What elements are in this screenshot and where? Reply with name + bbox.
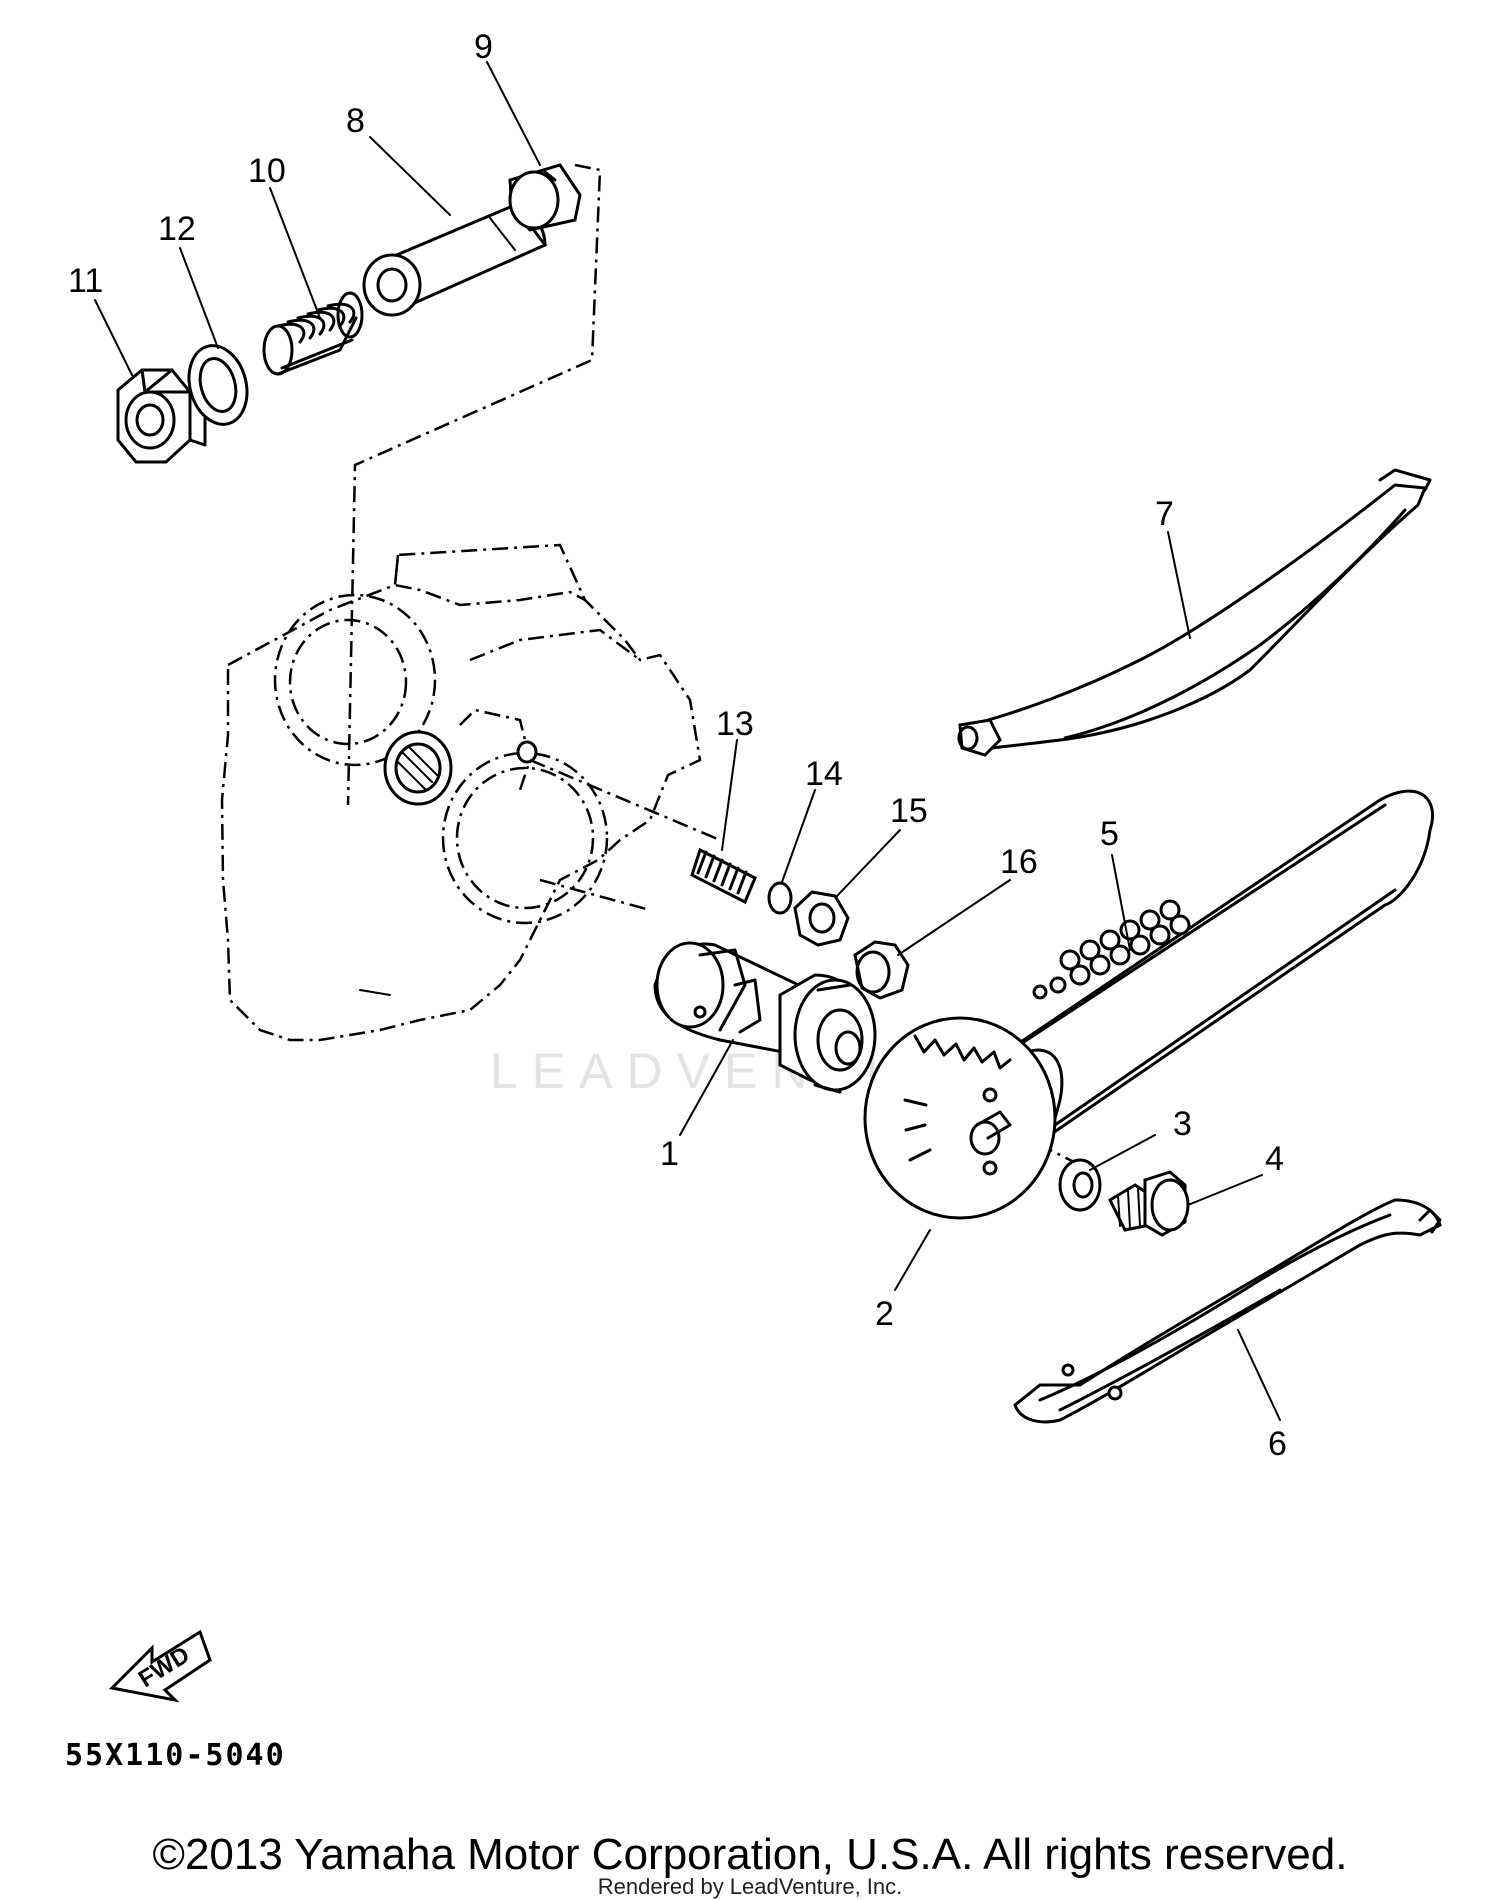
callout-7: 7 (1155, 495, 1174, 533)
callout-13: 13 (716, 705, 754, 743)
cam-sprocket-2 (863, 1016, 1057, 1220)
nut-15 (793, 890, 850, 947)
callout-5: 5 (1100, 815, 1119, 853)
o-ring-14 (767, 881, 793, 915)
callout-12: 12 (158, 210, 196, 248)
callout-4: 4 (1265, 1140, 1284, 1178)
washer-3 (1058, 1158, 1102, 1212)
callout-16: 16 (1000, 843, 1038, 881)
callout-11: 11 (68, 262, 103, 300)
crankcase-outline (220, 543, 702, 1042)
cap-nut-16 (853, 940, 910, 1000)
chain-guide-7 (957, 468, 1432, 757)
callout-numbers: 9 8 10 12 11 7 13 14 15 16 5 3 4 2 1 6 (68, 28, 1287, 1463)
tensioner-rod-8 (362, 203, 548, 317)
bolt-4 (1108, 1170, 1190, 1237)
callout-leaders (94, 61, 1281, 1421)
callout-10: 10 (248, 152, 286, 190)
callout-15: 15 (890, 792, 928, 830)
stud-13 (690, 847, 757, 905)
camshaft-1 (653, 941, 877, 1094)
spring-10 (262, 291, 364, 376)
chain-guide-6 (1013, 1198, 1442, 1424)
tensioner-cap-bolt-11 (116, 368, 207, 464)
callout-9: 9 (474, 28, 493, 66)
callout-2: 2 (875, 1295, 894, 1333)
callout-1: 1 (660, 1135, 679, 1173)
rendered-by-text: Rendered by LeadVenture, Inc. (597, 1874, 903, 1899)
fwd-arrow-icon: FWD (108, 1629, 212, 1703)
copyright-text: ©2013 Yamaha Motor Corporation, U.S.A. A… (152, 1830, 1348, 1879)
gasket-12 (187, 344, 249, 426)
part-code: 55X110-5040 (65, 1738, 286, 1773)
callout-8: 8 (346, 102, 365, 140)
callout-3: 3 (1173, 1105, 1192, 1143)
callout-6: 6 (1268, 1425, 1287, 1463)
callout-14: 14 (805, 755, 843, 793)
cap-9 (508, 163, 582, 232)
